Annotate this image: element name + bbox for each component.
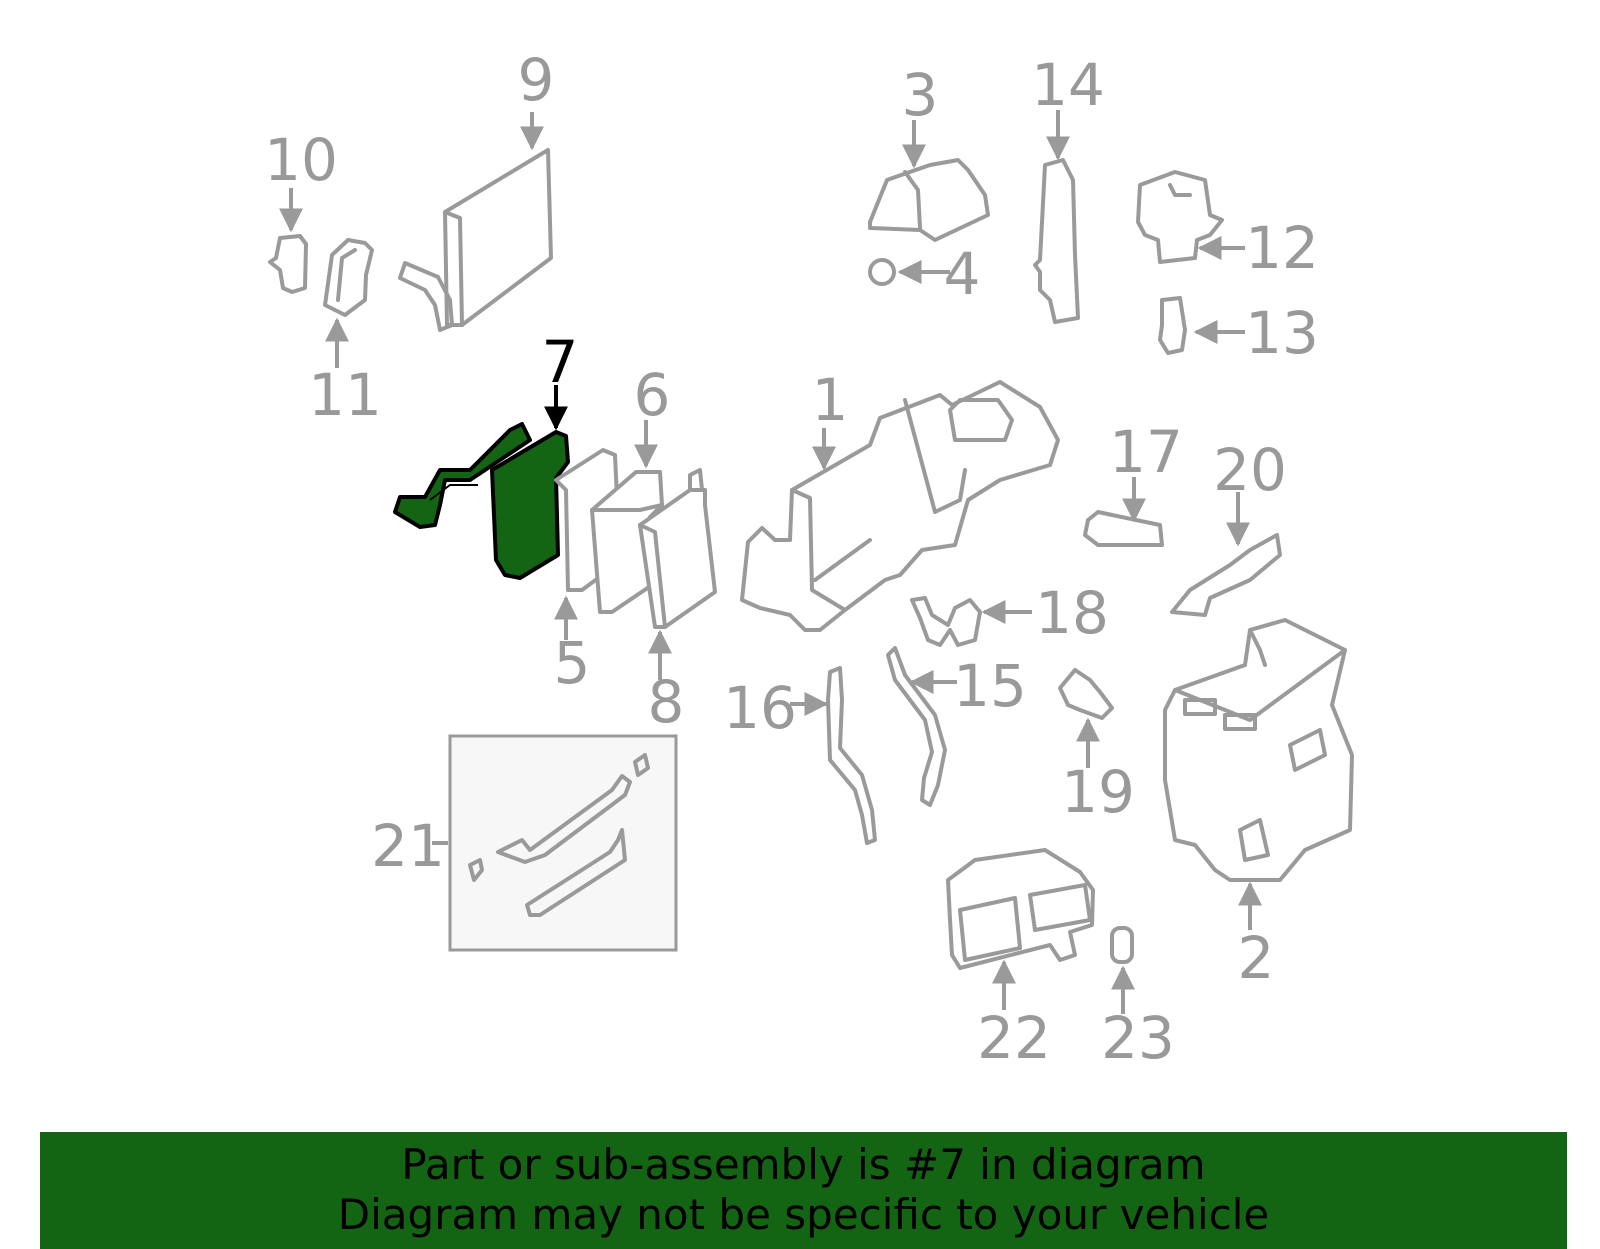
label-14: 14 [1031,51,1105,119]
footer-line-1: Part or sub-assembly is #7 in diagram [401,1140,1206,1189]
label-16: 16 [723,674,797,742]
part-15-hose[interactable] [886,646,957,807]
part-14-duct[interactable] [1033,110,1080,324]
part-2-case[interactable] [1163,618,1354,930]
label-6: 6 [634,361,671,429]
part-3-actuator[interactable] [868,120,990,242]
part-19-actuator[interactable] [1058,668,1114,768]
label-20: 20 [1213,436,1287,504]
part-8-cover[interactable] [638,468,717,680]
label-21: 21 [371,812,445,880]
label-5: 5 [554,629,591,697]
label-13: 13 [1245,299,1319,367]
label-23: 23 [1101,1004,1175,1072]
label-19: 19 [1061,758,1135,826]
part-9-evaporator[interactable] [398,112,553,332]
part-11-bracket[interactable] [323,238,374,368]
part-22-vent[interactable] [946,848,1095,1010]
footer-line-2: Diagram may not be specific to your vehi… [337,1190,1270,1239]
part-4-clip[interactable] [868,258,950,286]
label-8: 8 [648,668,685,736]
label-18: 18 [1035,579,1109,647]
label-4: 4 [944,240,981,308]
part-18-harness[interactable] [910,596,1032,647]
label-22: 22 [977,1004,1051,1072]
part-10-sensor[interactable] [268,188,308,294]
part-20-bracket[interactable] [1170,492,1282,617]
label-12: 12 [1245,214,1319,282]
part-13-resistor[interactable] [1158,296,1245,355]
label-17: 17 [1109,418,1183,486]
label-11: 11 [308,361,382,429]
label-2: 2 [1238,924,1275,992]
part-16-hose[interactable] [790,666,877,845]
label-9: 9 [518,46,555,114]
label-7-highlighted: 7 [542,328,579,396]
part-12-blower-motor[interactable] [1136,170,1245,264]
part-1-housing[interactable] [740,380,1060,632]
footer-banner: Part or sub-assembly is #7 in diagram Di… [40,1132,1567,1249]
part-7-heater-core[interactable] [393,385,570,580]
part-21-kit-inset[interactable] [432,734,678,952]
part-23-clip[interactable] [1110,926,1135,1014]
label-10: 10 [264,126,338,194]
label-1: 1 [812,366,849,434]
part-17-sensor[interactable] [1083,477,1164,547]
label-15: 15 [953,652,1027,720]
label-3: 3 [902,61,939,129]
